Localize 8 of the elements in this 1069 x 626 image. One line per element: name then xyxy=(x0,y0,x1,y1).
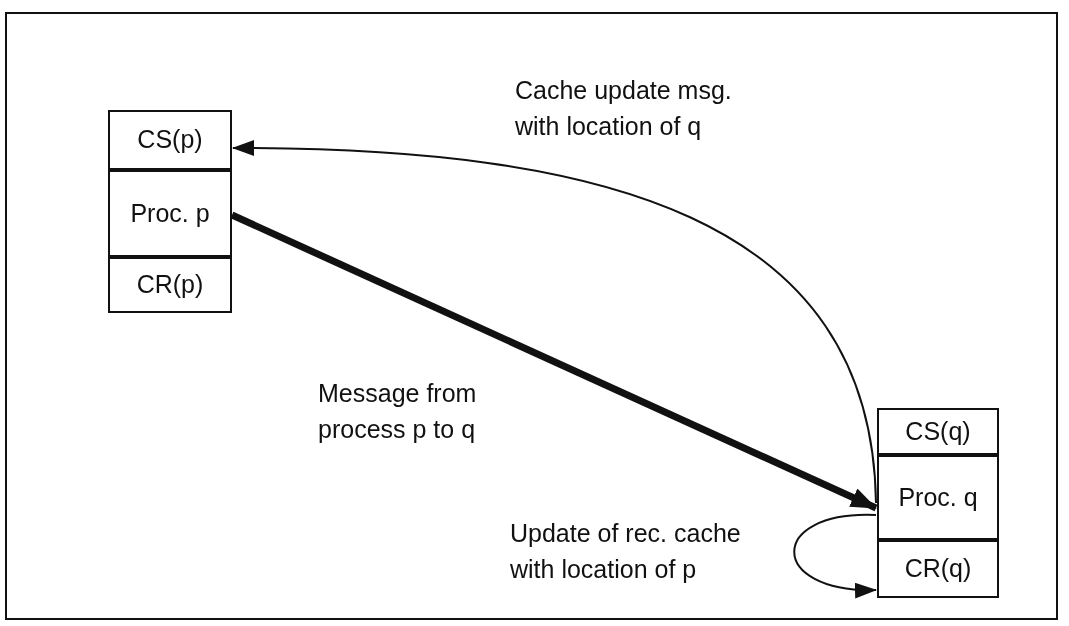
process-cell: CR(p) xyxy=(108,257,232,313)
process-cell: CR(q) xyxy=(877,540,999,598)
process-cell: CS(p) xyxy=(108,110,232,170)
arrow xyxy=(793,514,877,598)
process-cell: CS(q) xyxy=(877,408,999,455)
arrow xyxy=(232,140,877,504)
process-cell: Proc. p xyxy=(108,170,232,257)
process-cell: Proc. q xyxy=(877,455,999,540)
